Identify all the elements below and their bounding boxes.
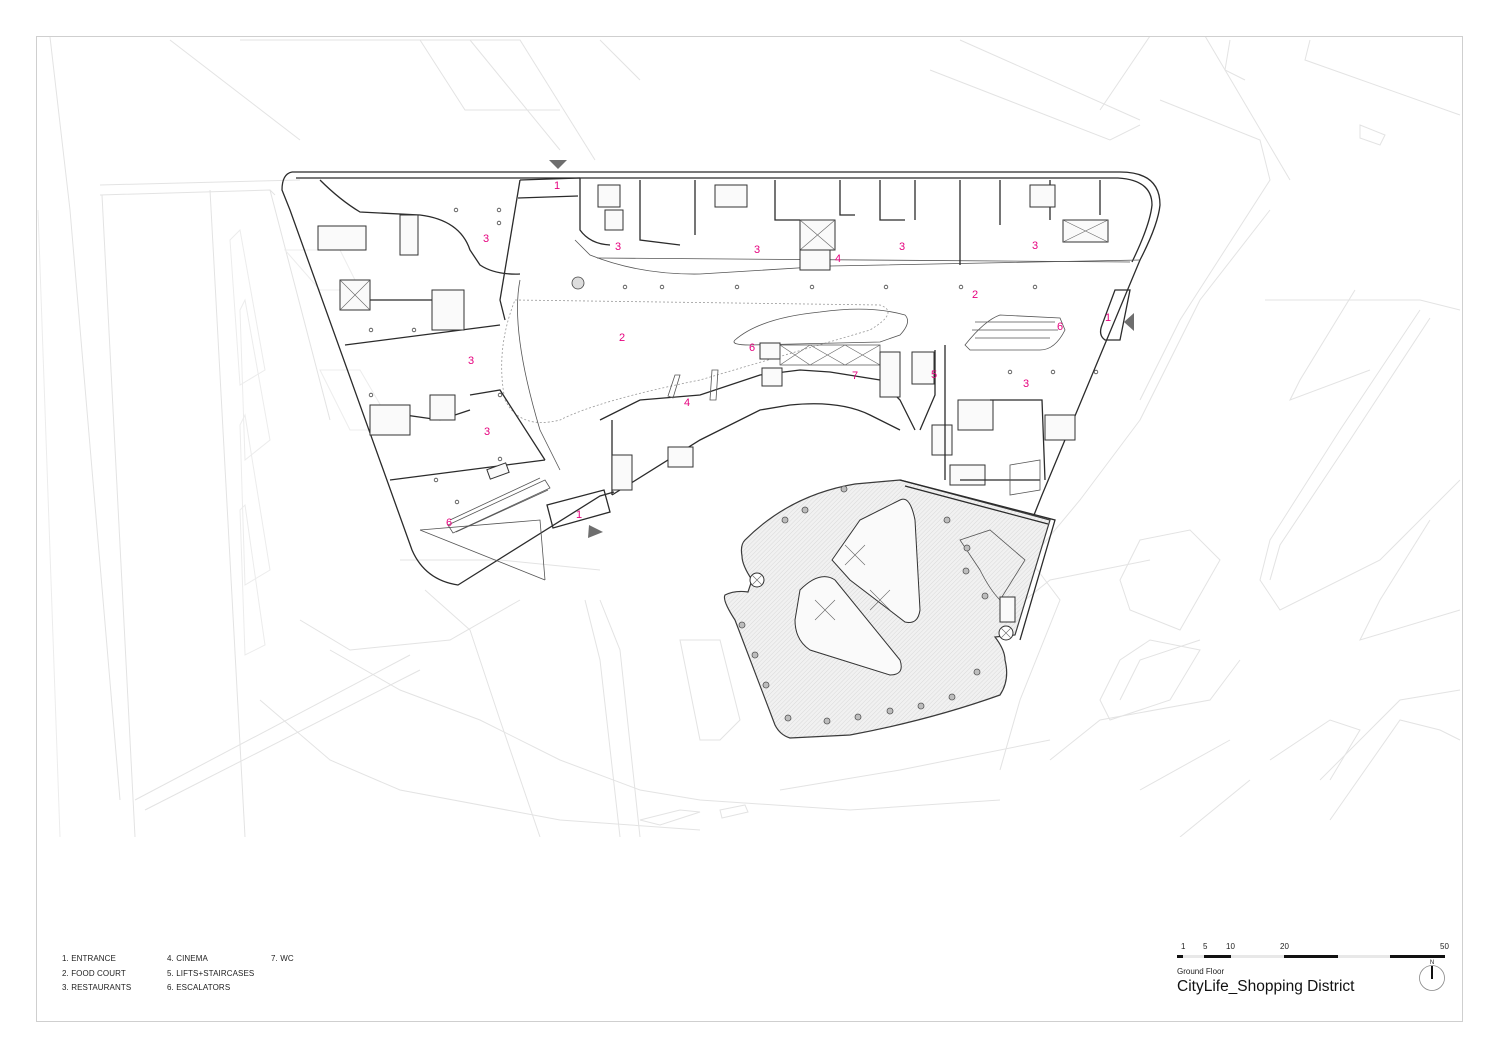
plan-label-7: 7 — [852, 370, 858, 382]
plan-label-4: 4 — [835, 253, 841, 265]
mall-outline — [281, 171, 1161, 586]
plan-labels: 1 1 1 2 2 3 3 3 3 3 3 3 3 4 4 5 6 6 6 7 — [446, 180, 1111, 529]
tower-podium — [723, 479, 1056, 739]
scale-segment — [1183, 955, 1204, 958]
entrance-arrow-east-icon — [1124, 313, 1134, 331]
scale-segment — [1284, 955, 1338, 958]
legend-item-lifts-staircases: 5. LIFTS+STAIRCASES — [167, 968, 255, 978]
plan-label-3: 3 — [484, 426, 490, 438]
scale-segment — [1204, 955, 1231, 958]
drawing-title: CityLife_Shopping District — [1177, 978, 1355, 995]
plan-label-6: 6 — [1057, 321, 1063, 333]
plan-label-3: 3 — [615, 241, 621, 253]
scale-tick-20: 20 — [1280, 942, 1289, 951]
north-shops — [579, 178, 1109, 271]
legend-item-restaurants: 3. RESTAURANTS — [62, 983, 132, 992]
plan-label-3: 3 — [483, 233, 489, 245]
plan-label-1: 1 — [1105, 312, 1111, 324]
legend-column-3: 7. WC — [271, 952, 294, 967]
plan-label-2: 2 — [972, 289, 978, 301]
plan-label-1: 1 — [554, 180, 560, 192]
plan-label-4: 4 — [684, 397, 690, 409]
plan-label-1: 1 — [576, 509, 582, 521]
legend-column-1: 1. ENTRANCE 2. FOOD COURT 3. RESTAURANTS — [62, 952, 131, 996]
legend-item-wc: 7. WC — [271, 954, 294, 963]
drawing-frame — [36, 36, 1463, 1022]
svg-text:N: N — [1430, 960, 1434, 966]
north-arrow-icon: N — [1419, 960, 1445, 991]
legend-item-entrance: 1. ENTRANCE — [62, 954, 116, 963]
plan-label-3: 3 — [1023, 378, 1029, 390]
scale-tick-10: 10 — [1226, 942, 1235, 951]
floor-label: Ground Floor — [1177, 967, 1225, 976]
columns — [368, 207, 1099, 725]
plan-label-3: 3 — [1032, 240, 1038, 252]
legend-item-cinema: 4. CINEMA — [167, 954, 208, 963]
scale-tick-1: 1 — [1181, 942, 1186, 951]
scale-bar: 1 5 10 20 50 — [1177, 942, 1449, 962]
plan-label-6: 6 — [749, 342, 755, 354]
scale-segment — [1231, 955, 1284, 958]
plan-label-3: 3 — [899, 241, 905, 253]
scale-tick-50: 50 — [1440, 942, 1449, 951]
site-context — [37, 37, 1461, 837]
scale-segment — [1390, 955, 1445, 958]
plan-label-2: 2 — [619, 332, 625, 344]
entrance-arrow-north-icon — [549, 160, 567, 169]
legend-item-food-court: 2. FOOD COURT — [62, 968, 126, 978]
legend-column-2: 4. CINEMA 5. LIFTS+STAIRCASES 6. ESCALAT… — [167, 952, 254, 996]
scale-segment — [1338, 955, 1390, 958]
plan-label-6: 6 — [446, 517, 452, 529]
scale-tick-5: 5 — [1203, 942, 1208, 951]
entrance-arrow-south-icon — [588, 525, 603, 538]
scale-segment — [1177, 955, 1183, 958]
plan-label-5: 5 — [931, 369, 937, 381]
plan-label-3: 3 — [754, 244, 760, 256]
legend-item-escalators: 6. ESCALATORS — [167, 983, 231, 992]
plan-label-3: 3 — [468, 355, 474, 367]
entrance-arrows — [549, 160, 1134, 538]
